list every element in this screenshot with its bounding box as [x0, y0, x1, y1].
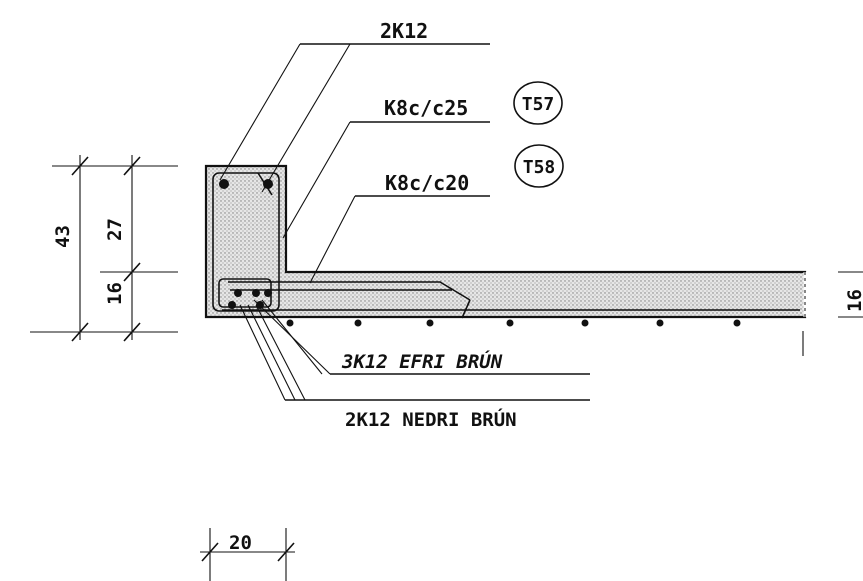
label-bottom-bars-top: 3K12 EFRI BRÚN	[341, 349, 503, 373]
rebar-dot	[426, 319, 434, 327]
rebar-dot	[354, 319, 362, 327]
rebar-dot	[733, 319, 741, 327]
dimension-lines	[30, 155, 863, 581]
tag-t58: T58	[514, 144, 564, 188]
dimension-slab-thickness: 16	[844, 289, 863, 312]
rebar-dot	[228, 301, 236, 309]
rebar-dots	[219, 179, 741, 327]
label-stirrup-c25: K8c/c25	[384, 96, 468, 120]
dimension-upper-height: 27	[104, 218, 126, 241]
rebar-dot	[286, 319, 294, 327]
rebar-dot	[656, 319, 664, 327]
rebar-dot	[264, 289, 272, 297]
label-stirrup-c20: K8c/c20	[385, 171, 469, 195]
dimension-width: 20	[229, 532, 252, 554]
label-top-bars: 2K12	[380, 19, 428, 43]
leader-lines	[219, 43, 590, 401]
concrete-section	[204, 164, 807, 319]
rebar-dot	[234, 289, 242, 297]
rebar-dot	[219, 179, 229, 189]
tag-t57-text: T57	[522, 94, 555, 115]
label-bottom-bars-bottom: 2K12 NEDRI BRÚN	[345, 407, 517, 431]
rebar-dot	[256, 301, 264, 309]
dimension-total-height: 43	[52, 225, 74, 248]
dimension-lower-height: 16	[104, 282, 126, 305]
tag-t58-text: T58	[523, 157, 556, 178]
rebar-dot	[252, 289, 260, 297]
rebar-dot	[506, 319, 514, 327]
tag-t57: T57	[513, 81, 563, 125]
rebar-dot	[581, 319, 589, 327]
